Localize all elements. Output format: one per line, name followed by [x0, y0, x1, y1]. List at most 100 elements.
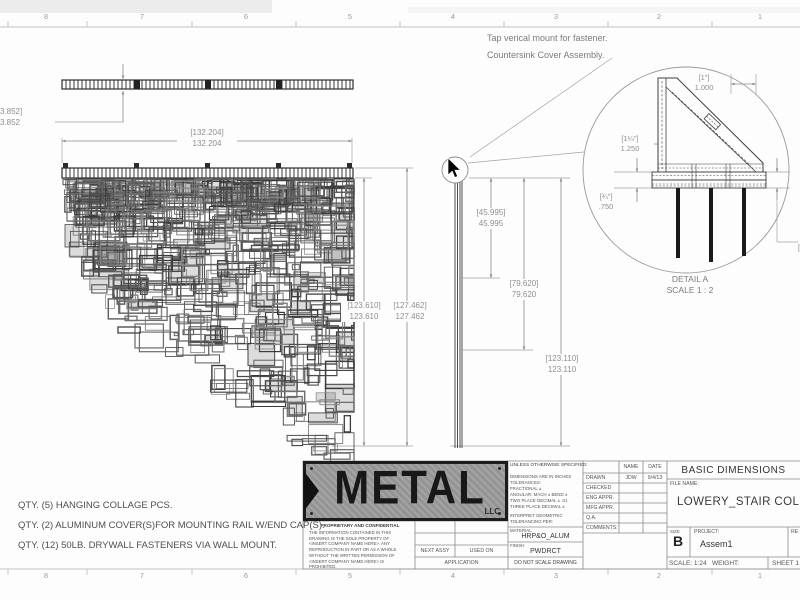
weight-label: WEIGHT: [712, 560, 740, 567]
dim-nominal: 132.204 [192, 138, 222, 148]
zone-number-bottom: 6 [243, 571, 249, 580]
size-label: SIZE [670, 529, 680, 534]
finish-label: FINISH [510, 543, 525, 548]
dim-nominal: 1.250 [620, 143, 640, 153]
dim-nominal: 127.462 [395, 311, 425, 321]
approval-row-label: ENG APPR. [586, 495, 614, 501]
project-value: Assem1 [700, 539, 733, 549]
top-view-rail [61, 79, 354, 90]
dim-basic: [123.110] [545, 354, 579, 363]
dim-basic: [¾"] [599, 192, 613, 201]
mouse-cursor [447, 157, 462, 178]
dim-nominal: .750 [598, 201, 614, 211]
dim-nominal: 123.610 [349, 311, 379, 321]
specs-interpret: INTERPRET GEOMETRIC TOLERANCING PER: [510, 513, 563, 524]
dim-basic: [3.852] [0, 107, 23, 116]
dim-basic: [ [797, 243, 800, 252]
qty-note-3: QTY. (12) 50LB. DRYWALL FASTENERS VIA WA… [18, 540, 278, 551]
dim-basic: [123.610] [347, 301, 381, 310]
dim-nominal: 123.110 [547, 364, 577, 374]
zone-number-bottom: 7 [139, 571, 145, 580]
side-view [441, 156, 469, 448]
dim-nominal: 3.852 [0, 117, 21, 127]
logo-suffix: LLC [484, 507, 500, 516]
dim-basic: [45.995] [476, 208, 506, 217]
tap-note: Tap verical mount for fastener. [487, 33, 608, 43]
rivet-icon [498, 467, 501, 470]
rivet-icon [310, 467, 313, 470]
detail-circle [582, 66, 790, 274]
dim-basic: [127.462] [393, 301, 427, 310]
logo-arrow-icon [304, 471, 319, 511]
countersink-note: Countersink Cover Assembly. [487, 50, 605, 60]
dim-side-drop-1: [45.995] 45.995 [471, 208, 511, 229]
dim-basic: [1"] [698, 73, 710, 82]
rivet-icon [310, 512, 313, 515]
front-view-rail [61, 163, 354, 179]
company-logo: METAL LLC [303, 461, 508, 521]
approval-row-label: MFG APPR. [586, 505, 615, 511]
detail-view-title: DETAIL A [671, 274, 709, 284]
qty-note-2: QTY. (2) ALUMINUM COVER(S)FOR MOUNTING R… [18, 520, 325, 531]
dim-nominal: 45.995 [478, 218, 504, 228]
drawing-title: BASIC DIMENSIONS [681, 465, 786, 476]
detail-view-scale: SCALE 1 : 2 [666, 285, 714, 295]
do-not-scale-label: DO NOT SCALE DRAWING [514, 560, 577, 566]
zone-number-top: 5 [347, 12, 353, 21]
specs-header: UNLESS OTHERWISE SPECIFIED: [510, 463, 588, 468]
zone-number-bottom: 2 [656, 571, 662, 580]
project-label: PROJECT: [694, 529, 720, 535]
dim-overall-drop: [127.462] 127.462 [387, 301, 433, 322]
file-name-label: FILE NAME: [670, 481, 699, 487]
dim-rail-width: [132.204] 132.204 [177, 128, 237, 149]
rivet-icon [498, 512, 501, 515]
dim-collage-drop: [123.610] 123.610 [341, 301, 387, 322]
dim-clipped: [ [793, 243, 800, 253]
dim-basic: [132.204] [190, 128, 224, 137]
zone-number-bottom: 8 [43, 571, 49, 580]
zone-number-top: 8 [43, 12, 49, 21]
top-gray-band-right [408, 7, 800, 13]
proprietary-heading: PROPRIETARY AND CONFIDENTIAL [320, 523, 400, 528]
name-header: NAME [623, 464, 639, 470]
application-label: APPLICATION [444, 560, 479, 566]
approval-row-date: 9/4/13 [647, 475, 663, 481]
dim-detail-thickness: [¾"] .750 [590, 192, 622, 211]
material-value: HRP&O_ALUM [521, 533, 570, 540]
used-on-label: USED ON [469, 548, 494, 554]
title-block-grid [302, 460, 800, 570]
material-label: MATERIAL [510, 528, 532, 533]
bracket-section [651, 77, 767, 189]
dim-basic: [79.620] [509, 279, 539, 288]
date-header: DATE [648, 464, 662, 470]
zone-number-bottom: 4 [450, 571, 456, 580]
approval-row-label: Q.A. [586, 515, 597, 521]
zone-number-top: 6 [243, 12, 249, 21]
dim-rail-depth: [3.852] 3.852 [0, 107, 30, 128]
size-value: B [673, 533, 684, 549]
top-gray-band-left [0, 0, 272, 13]
rev-label: RE [791, 529, 799, 535]
logo-text: METAL [334, 461, 486, 514]
dim-nominal: 1.000 [694, 82, 714, 92]
dim-side-drop-2: [79.620] 79.620 [504, 279, 544, 300]
file-name-value: LOWERY_STAIR COLLAGE [677, 496, 800, 508]
collage-drawing [62, 178, 355, 463]
zone-number-bottom: 5 [347, 571, 353, 580]
dim-detail-height: [1¼"] 1.250 [612, 134, 648, 153]
approval-row-name: JDW [625, 475, 637, 481]
qty-note-1: QTY. (5) HANGING COLLAGE PCS. [18, 500, 173, 511]
zone-number-bottom: 3 [553, 571, 559, 580]
hanging-bars [676, 188, 746, 262]
approval-row-label: CHECKED [586, 485, 612, 491]
next-assy-label: NEXT ASSY [420, 548, 450, 554]
zone-number-top: 3 [553, 12, 559, 21]
zone-number-top: 2 [656, 12, 662, 21]
dim-nominal: 79.620 [511, 289, 537, 299]
specs-body: DIMENSIONS ARE IN INCHES TOLERANCES: FRA… [510, 474, 572, 509]
zone-number-top: 1 [757, 12, 763, 21]
zone-number-top: 4 [450, 12, 456, 21]
zone-number-bottom: 1 [757, 571, 763, 580]
